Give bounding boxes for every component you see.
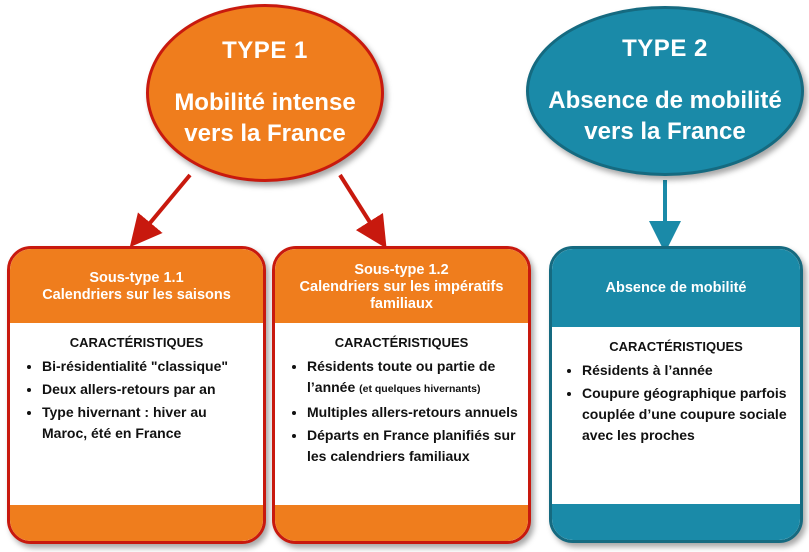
subtype11-header-line2: Calendriers sur les saisons	[42, 287, 231, 303]
list-item: Résidents à l’année	[582, 360, 792, 381]
absence-footer-band	[552, 504, 800, 540]
subtype12-body: CARACTÉRISTIQUES Résidents toute ou part…	[275, 323, 528, 505]
type2-title: TYPE 2	[622, 35, 708, 62]
subtype12-header-line2: Calendriers sur les impératifs familiaux	[299, 278, 504, 312]
arrow-type1-to-subtype12	[338, 173, 387, 249]
type1-title: TYPE 1	[222, 37, 308, 64]
subtype12-header-line1: Sous-type 1.2	[354, 261, 449, 278]
list-item: Résidents toute ou partie de l’année (et…	[307, 356, 520, 400]
subtype12-caption: CARACTÉRISTIQUES	[334, 335, 469, 350]
subtype12-footer-band	[275, 505, 528, 541]
subtype11-card: Sous-type 1.1 Calendriers sur les saison…	[7, 246, 266, 544]
subtype11-caption: CARACTÉRISTIQUES	[69, 335, 204, 350]
type1-subtitle-line2: vers la France	[184, 120, 346, 147]
type1-subtitle-line1: Mobilité intense	[174, 89, 356, 116]
type1-ellipse: TYPE 1 Mobilité intense vers la France	[146, 4, 384, 182]
absence-caption: CARACTÉRISTIQUES	[609, 339, 743, 354]
absence-body: CARACTÉRISTIQUES Résidents à l’année Cou…	[552, 327, 800, 504]
type2-ellipse: TYPE 2 Absence de mobilité vers la Franc…	[526, 6, 804, 176]
subtype11-header: Sous-type 1.1 Calendriers sur les saison…	[10, 249, 263, 323]
subtype12-header: Sous-type 1.2 Calendriers sur les impéra…	[275, 249, 528, 323]
absence-card: Absence de mobilité CARACTÉRISTIQUES Rés…	[549, 246, 803, 543]
subtype11-list: Bi-résidentialité "classique" Deux aller…	[10, 356, 263, 444]
absence-header-text: Absence de mobilité	[605, 279, 747, 296]
list-item: Coupure géographique parfois couplée d’u…	[582, 383, 792, 446]
arrow-type1-to-subtype11	[129, 173, 192, 248]
subtype11-footer-band	[10, 505, 263, 541]
list-item: Départs en France planifiés sur les cale…	[307, 425, 520, 467]
subtype11-header-line1: Sous-type 1.1	[89, 270, 184, 286]
absence-header: Absence de mobilité	[552, 249, 800, 327]
type2-subtitle-line2: vers la France	[584, 118, 746, 145]
subtype12-item1-main: Résidents toute ou partie de l’année	[307, 358, 496, 395]
subtype11-body: CARACTÉRISTIQUES Bi-résidentialité "clas…	[10, 323, 263, 505]
list-item: Type hivernant : hiver au Maroc, été en …	[42, 402, 255, 444]
subtype12-list: Résidents toute ou partie de l’année (et…	[275, 356, 528, 467]
list-item: Deux allers-retours par an	[42, 379, 255, 400]
subtype12-item1-note: (et quelques hivernants)	[359, 383, 481, 395]
list-item: Multiples allers-retours annuels	[307, 402, 520, 423]
list-item: Bi-résidentialité "classique"	[42, 356, 255, 377]
absence-list: Résidents à l’année Coupure géographique…	[552, 360, 800, 446]
subtype12-card: Sous-type 1.2 Calendriers sur les impéra…	[272, 246, 531, 544]
type2-subtitle-line1: Absence de mobilité	[548, 87, 782, 114]
